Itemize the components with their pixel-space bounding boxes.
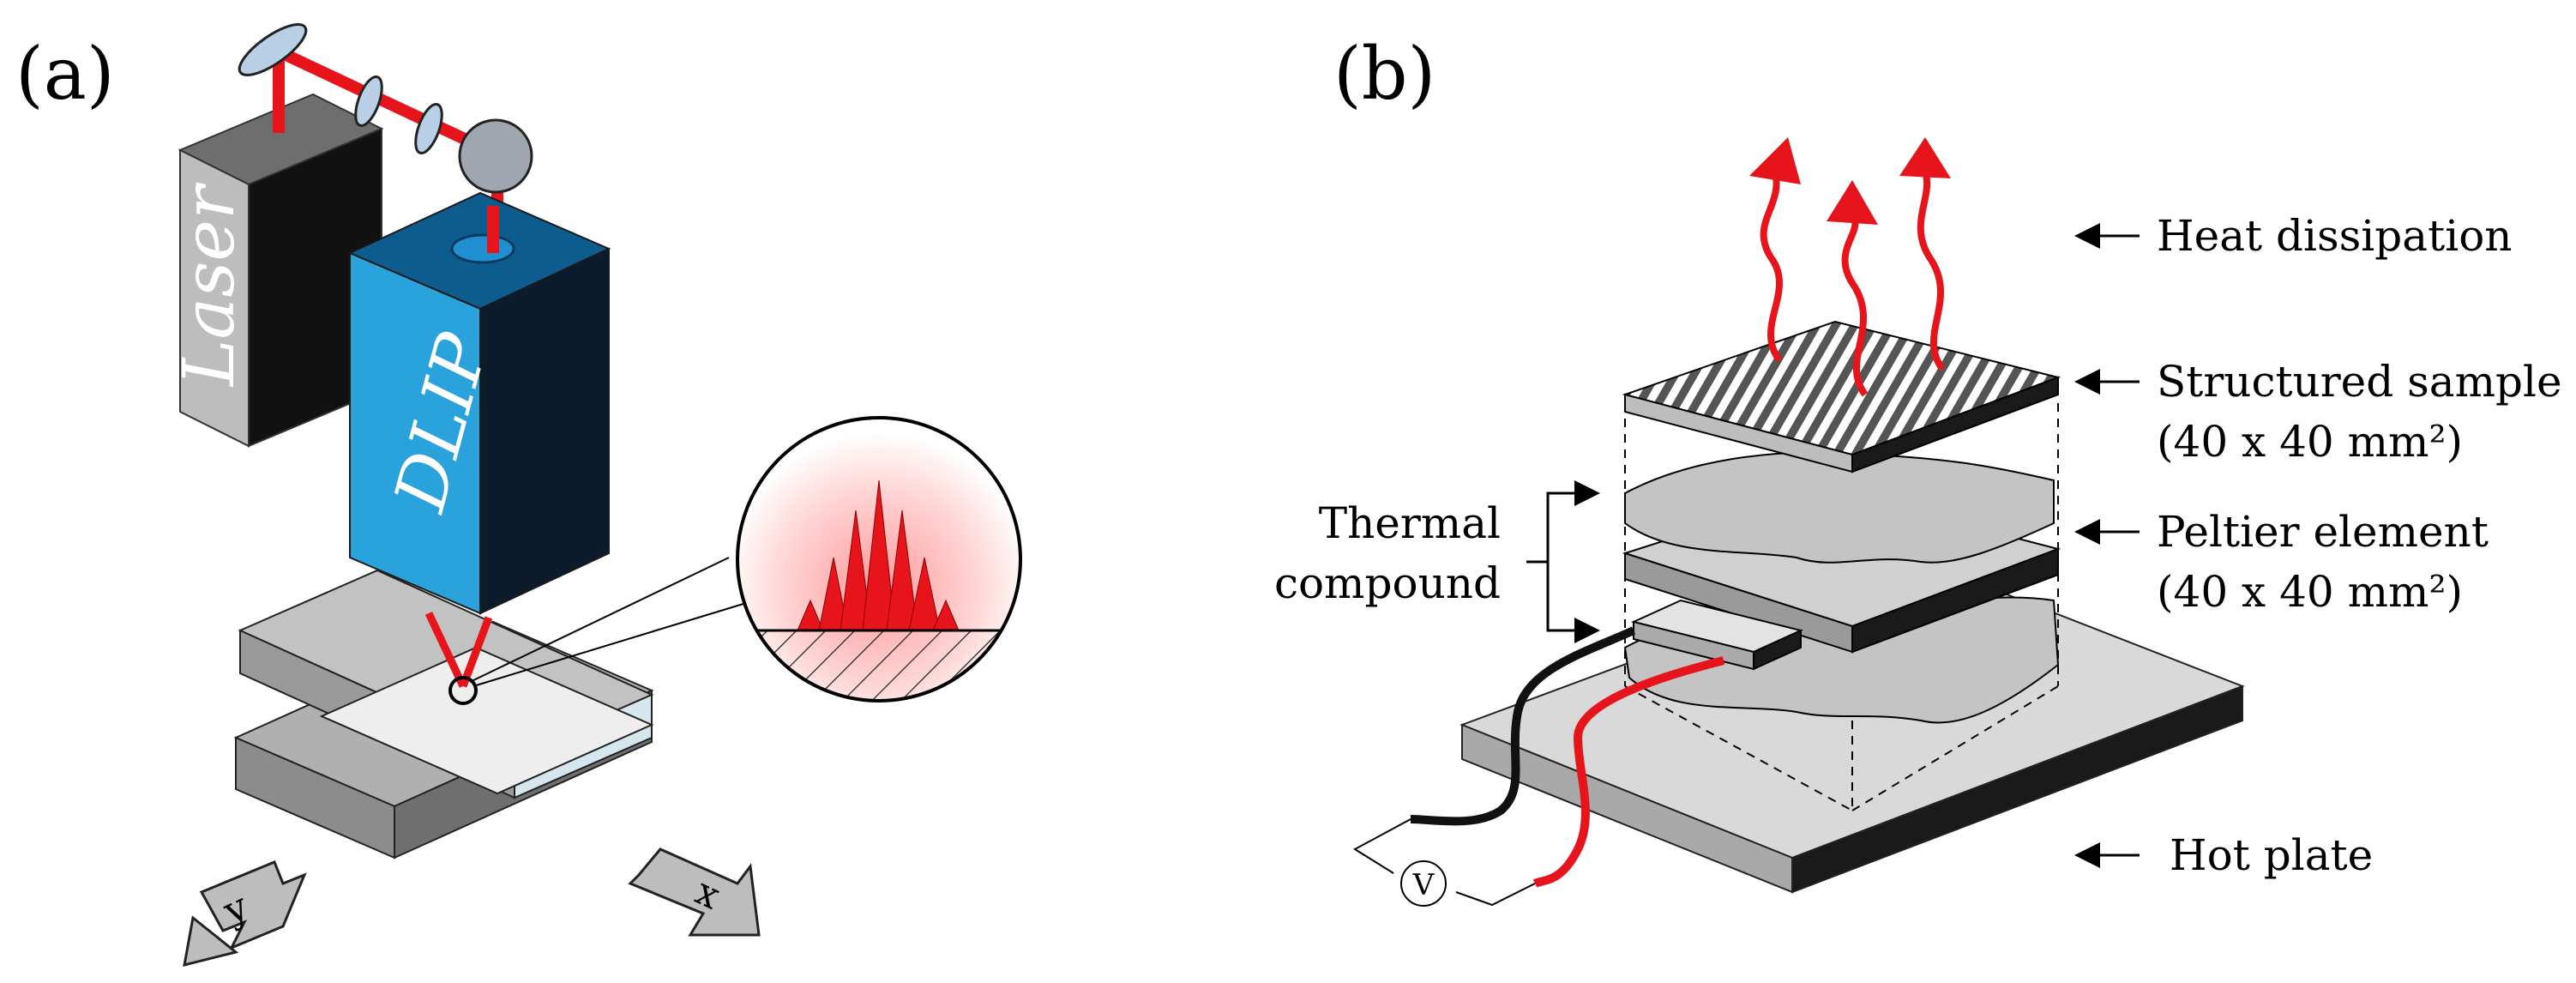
panel-b: (b) xyxy=(1274,32,2562,907)
structured-sample-size: (40 x 40 mm²) xyxy=(2157,417,2463,467)
laser-label: Laser xyxy=(169,182,250,388)
panel-b-label: (b) xyxy=(1333,32,1435,116)
process-spot xyxy=(448,676,478,705)
peltier-size: (40 x 40 mm²) xyxy=(2157,567,2463,617)
y-axis-arrow: y xyxy=(183,860,307,968)
xy-stage xyxy=(233,569,654,859)
panel-a-label: (a) xyxy=(15,32,115,116)
heat-arrow-heads xyxy=(1749,137,1951,225)
structured-sample xyxy=(1622,320,2061,473)
thermal-compound-bracket xyxy=(1526,480,1600,643)
voltmeter-symbol: V xyxy=(1412,868,1435,902)
heat-arrows xyxy=(1760,170,1946,397)
sample-plate xyxy=(319,646,654,795)
mirror-bottom xyxy=(458,118,533,194)
thermal-compound-label-2: compound xyxy=(1274,558,1501,608)
peltier-label: Peltier element xyxy=(2157,507,2489,557)
x-axis-arrow: x xyxy=(628,847,761,937)
dlip-box: DLIP xyxy=(347,191,611,615)
structured-sample-label: Structured sample xyxy=(2157,357,2562,407)
mirror-top xyxy=(238,23,308,76)
processing-beams xyxy=(424,557,755,705)
lens-2 xyxy=(414,103,443,154)
thermal-compound-label-1: Thermal xyxy=(1319,498,1501,548)
hot-plate-label: Hot plate xyxy=(2170,830,2373,880)
lens-1 xyxy=(354,75,383,127)
wires xyxy=(1353,626,1725,907)
interference-zoom xyxy=(736,416,1022,703)
panel-a: (a) Laser DLIP xyxy=(15,23,1022,968)
heat-dissipation-label: Heat dissipation xyxy=(2157,211,2513,261)
voltmeter xyxy=(1400,860,1447,907)
laser-box: Laser xyxy=(169,93,384,448)
